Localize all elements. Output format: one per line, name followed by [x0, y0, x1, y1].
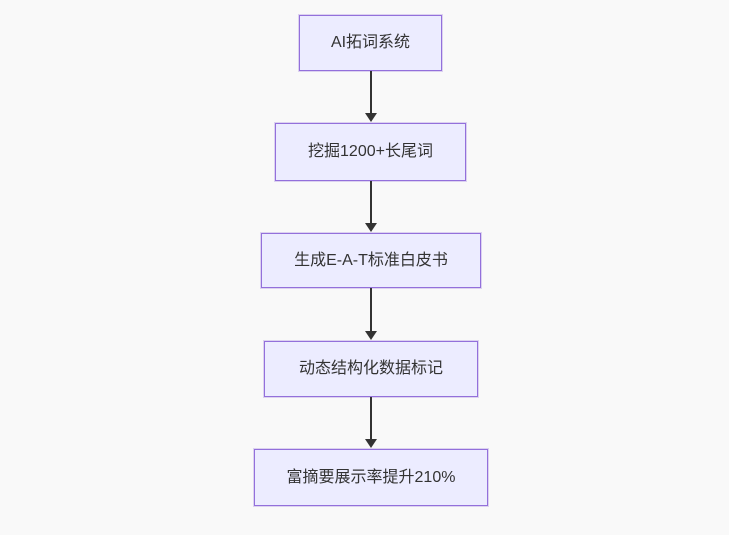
flow-node-rich-snippet-result: 富摘要展示率提升210%: [254, 449, 488, 506]
flow-node-ai-keyword-system: AI拓词系统: [299, 15, 442, 71]
down-arrow-icon: [365, 439, 377, 448]
flow-edge-2: [364, 181, 378, 232]
down-arrow-icon: [365, 331, 377, 340]
flow-edge-3: [364, 288, 378, 340]
flow-node-label: 富摘要展示率提升210%: [286, 468, 456, 486]
down-arrow-icon: [365, 113, 377, 122]
flow-node-label: AI拓词系统: [330, 34, 411, 52]
flow-node-structured-data-markup: 动态结构化数据标记: [264, 341, 478, 397]
flow-edge-4: [364, 397, 378, 448]
flow-edge-1: [364, 71, 378, 122]
flow-node-longtail-mining: 挖掘1200+长尾词: [275, 123, 466, 181]
flow-node-label: 动态结构化数据标记: [298, 360, 443, 378]
edge-line: [370, 397, 372, 439]
flow-node-label: 生成E-A-T标准白皮书: [294, 251, 448, 269]
edge-line: [370, 181, 372, 223]
flow-node-eat-whitepaper: 生成E-A-T标准白皮书: [261, 233, 481, 288]
edge-line: [370, 288, 372, 331]
down-arrow-icon: [365, 223, 377, 232]
flow-node-label: 挖掘1200+长尾词: [308, 143, 433, 161]
edge-line: [370, 71, 372, 113]
